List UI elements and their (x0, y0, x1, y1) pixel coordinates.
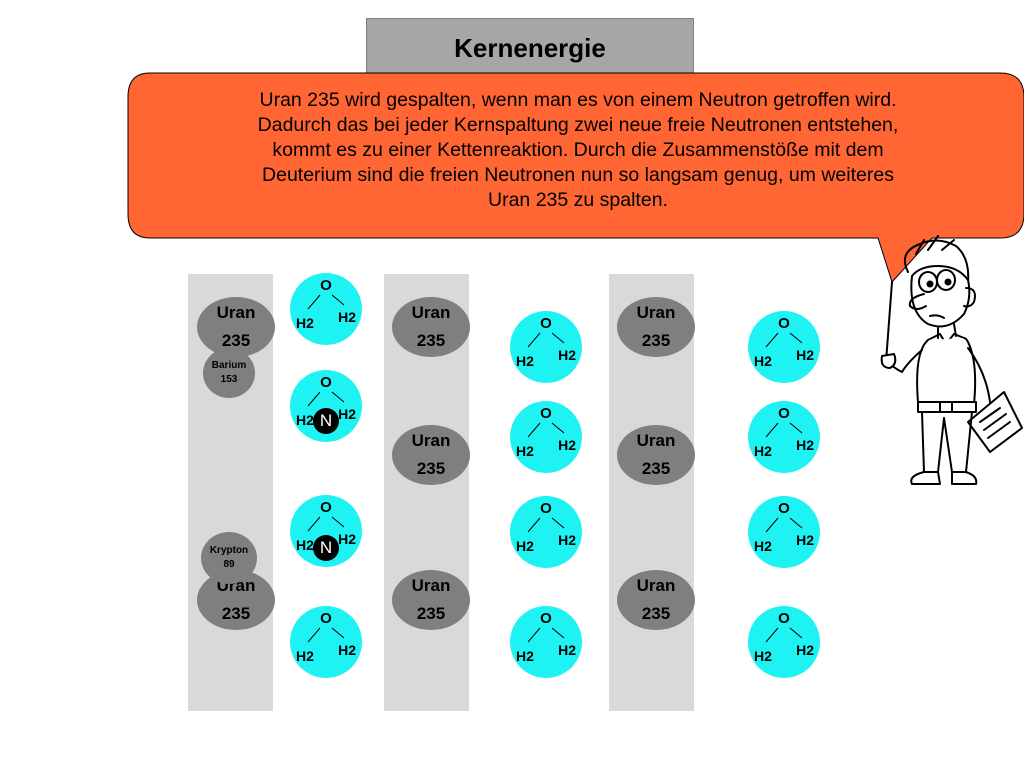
hydrogen-label: H2 (558, 437, 576, 453)
bubble-line: kommt es zu einer Kettenreaktion. Durch … (272, 139, 884, 161)
bond-lines (527, 517, 565, 533)
hydrogen-label: H2 (754, 353, 772, 369)
heavy-water-molecule: O H2 H2 (510, 606, 582, 678)
hydrogen-label: H2 (796, 642, 814, 658)
bond-lines (765, 627, 803, 643)
heavy-water-molecule: O H2 H2 (510, 401, 582, 473)
hydrogen-label: H2 (796, 532, 814, 548)
hydrogen-label: H2 (754, 443, 772, 459)
oxygen-label: O (540, 315, 552, 332)
oxygen-label: O (778, 315, 790, 332)
heavy-water-molecule: O H2 H2 (290, 273, 362, 345)
neutron: N (313, 535, 339, 561)
teacher-figure (880, 235, 1023, 485)
hydrogen-label: H2 (296, 315, 314, 331)
bond-lines (765, 332, 803, 348)
heavy-water-molecule: O H2 H2 (510, 311, 582, 383)
oxygen-label: O (540, 500, 552, 517)
hydrogen-label: H2 (516, 443, 534, 459)
oxygen-label: O (320, 277, 332, 294)
oxygen-label: O (778, 610, 790, 627)
oxygen-label: O (320, 499, 332, 516)
hydrogen-label: H2 (296, 648, 314, 664)
bond-lines (765, 517, 803, 533)
neutron: N (313, 408, 339, 434)
bond-lines (765, 422, 803, 438)
bond-lines (307, 627, 345, 643)
bubble-line: Deuterium sind die freien Neutronen nun … (262, 164, 894, 186)
heavy-water-molecule: O H2 H2 (290, 495, 362, 567)
hydrogen-label: H2 (296, 537, 314, 553)
oxygen-label: O (540, 405, 552, 422)
hydrogen-label: H2 (516, 648, 534, 664)
speech-bubble-text: Uran 235 wird gespalten, wenn man es von… (140, 88, 1016, 213)
heavy-water-molecule: O H2 H2 (290, 606, 362, 678)
heavy-water-molecule: O H2 H2 (748, 606, 820, 678)
hydrogen-label: H2 (558, 347, 576, 363)
bubble-line: Uran 235 zu spalten. (488, 189, 668, 211)
bond-lines (307, 391, 345, 407)
heavy-water-molecule: O H2 H2 (510, 496, 582, 568)
hydrogen-label: H2 (338, 406, 356, 422)
hydrogen-label: H2 (338, 309, 356, 325)
oxygen-label: O (778, 500, 790, 517)
bond-lines (527, 422, 565, 438)
hydrogen-label: H2 (516, 353, 534, 369)
bond-lines (307, 294, 345, 310)
hydrogen-label: H2 (296, 412, 314, 428)
hydrogen-label: H2 (796, 347, 814, 363)
heavy-water-molecule: O H2 H2 (748, 401, 820, 473)
bond-lines (307, 516, 345, 532)
hydrogen-label: H2 (796, 437, 814, 453)
page-title: Kernenergie (454, 33, 606, 63)
heavy-water-molecule: O H2 H2 (748, 311, 820, 383)
bubble-line: Dadurch das bei jeder Kernspaltung zwei … (257, 114, 899, 136)
hydrogen-label: H2 (754, 538, 772, 554)
hydrogen-label: H2 (558, 532, 576, 548)
oxygen-label: O (320, 374, 332, 391)
hydrogen-label: H2 (338, 642, 356, 658)
oxygen-label: O (320, 610, 332, 627)
heavy-water-molecule: O H2 H2 (748, 496, 820, 568)
oxygen-label: O (540, 610, 552, 627)
bubble-line: Uran 235 wird gespalten, wenn man es von… (259, 89, 897, 111)
hydrogen-label: H2 (754, 648, 772, 664)
hydrogen-label: H2 (558, 642, 576, 658)
oxygen-label: O (778, 405, 790, 422)
bond-lines (527, 627, 565, 643)
bond-lines (527, 332, 565, 348)
hydrogen-label: H2 (338, 531, 356, 547)
hydrogen-label: H2 (516, 538, 534, 554)
